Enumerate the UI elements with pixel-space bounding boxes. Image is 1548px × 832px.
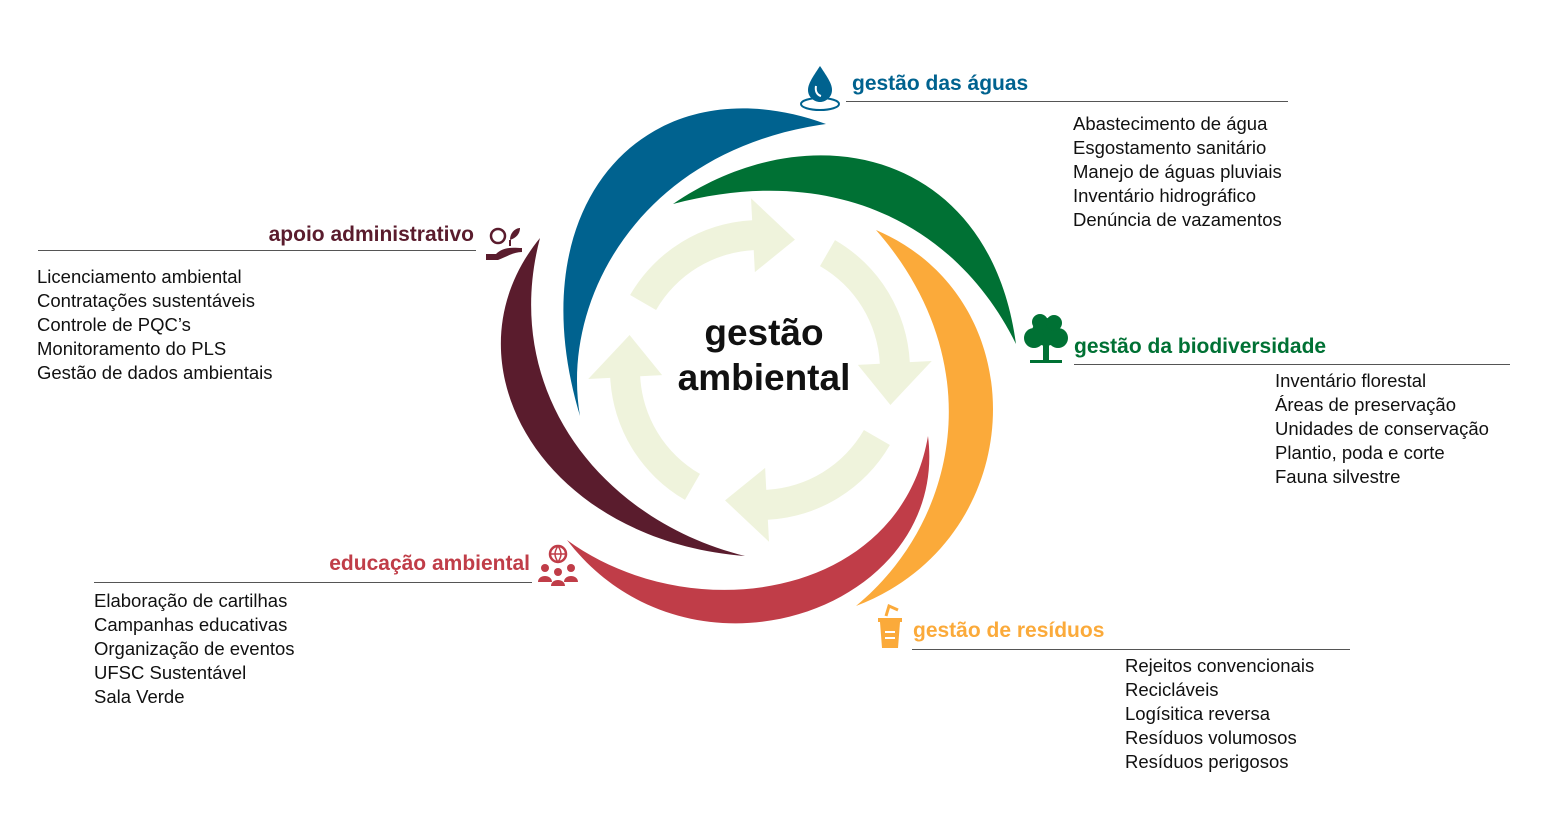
list-item: Contratações sustentáveis <box>37 290 256 311</box>
list-item: Controle de PQC’s <box>37 314 191 335</box>
list-item: Organização de eventos <box>94 638 295 659</box>
list-item: UFSC Sustentável <box>94 662 247 683</box>
list-item: Unidades de conservação <box>1275 418 1489 439</box>
swoosh-apoio <box>500 238 745 556</box>
section-list-aguas: Abastecimento de água Esgostamento sanit… <box>1073 112 1282 232</box>
section-list-educacao: Elaboração de cartilhas Campanhas educat… <box>94 589 295 709</box>
list-item: Plantio, poda e corte <box>1275 442 1445 463</box>
list-item: Resíduos volumosos <box>1125 727 1297 748</box>
list-item: Sala Verde <box>94 686 185 707</box>
section-title-biodiversidade: gestão da biodiversidade <box>1074 335 1327 358</box>
tree-icon <box>1024 314 1068 363</box>
section-list-apoio: Licenciamento ambiental Contratações sus… <box>37 265 273 385</box>
inner-cycle-arrows <box>588 198 932 542</box>
swoosh-educacao <box>567 436 930 624</box>
list-item: Esgostamento sanitário <box>1073 137 1267 158</box>
inner-arrow-2 <box>820 240 932 405</box>
list-item: Gestão de dados ambientais <box>37 362 273 383</box>
inner-arrow-4 <box>588 335 700 500</box>
section-list-biodiversidade: Inventário florestal Áreas de preservaçã… <box>1275 369 1489 489</box>
list-item: Inventário florestal <box>1275 370 1427 391</box>
section-title-educacao: educação ambiental <box>329 552 530 575</box>
swoosh-aguas <box>563 108 826 416</box>
list-item: Manejo de águas pluviais <box>1073 161 1282 182</box>
list-item: Elaboração de cartilhas <box>94 590 288 611</box>
hand-globe-plant-icon <box>486 227 522 260</box>
inner-arrow-1 <box>630 198 795 310</box>
section-list-residuos: Rejeitos convencionais Recicláveis Logís… <box>1125 654 1314 774</box>
list-item: Inventário hidrográfico <box>1073 185 1257 206</box>
center-title: gestão ambiental <box>634 310 894 400</box>
list-item: Recicláveis <box>1125 679 1219 700</box>
inner-arrow-3 <box>725 430 890 542</box>
section-title-apoio: apoio administrativo <box>268 223 474 246</box>
list-item: Monitoramento do PLS <box>37 338 227 359</box>
list-item: Abastecimento de água <box>1073 113 1268 134</box>
list-item: Fauna silvestre <box>1275 466 1401 487</box>
section-title-aguas: gestão das águas <box>852 72 1029 95</box>
people-globe-icon <box>538 544 578 586</box>
list-item: Logísitica reversa <box>1125 703 1270 724</box>
list-item: Campanhas educativas <box>94 614 288 635</box>
recycle-bin-icon <box>878 603 902 648</box>
list-item: Áreas de preservação <box>1275 394 1456 415</box>
section-title-residuos: gestão de resíduos <box>913 619 1105 642</box>
center-title-line1: gestão <box>704 312 824 353</box>
center-title-line2: ambiental <box>677 357 851 398</box>
outer-swooshes <box>500 108 1016 624</box>
water-drop-icon <box>800 66 840 111</box>
list-item: Rejeitos convencionais <box>1125 655 1315 676</box>
list-item: Resíduos perigosos <box>1125 751 1289 772</box>
swoosh-residuos <box>856 230 993 606</box>
list-item: Licenciamento ambiental <box>37 266 242 287</box>
swoosh-biodiversidade <box>673 155 1016 344</box>
list-item: Denúncia de vazamentos <box>1073 209 1282 230</box>
